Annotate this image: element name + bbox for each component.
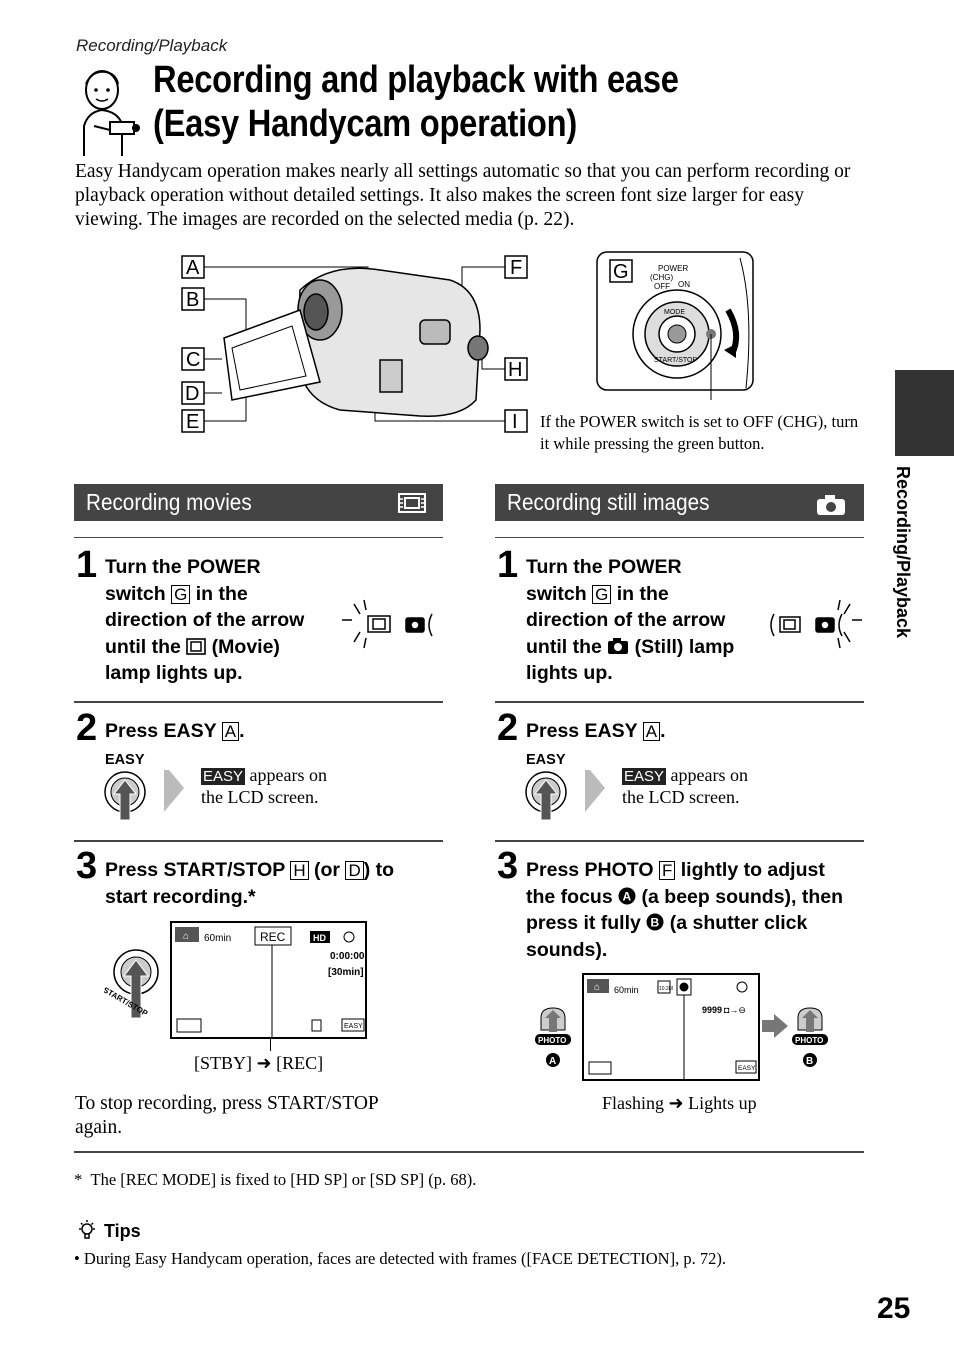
svg-text:(CHG): (CHG) <box>650 273 673 282</box>
svg-text:⌂: ⌂ <box>183 931 189 942</box>
svg-text:HD: HD <box>313 933 326 943</box>
divider <box>74 701 443 703</box>
movies-step3-number: 3 <box>76 845 98 887</box>
svg-text:60min: 60min <box>204 933 231 944</box>
lcd-screen-movie: ⌂ 60min REC HD 0:00:00 [30min] EASY <box>170 921 367 1039</box>
power-switch-note: If the POWER switch is set to OFF (CHG),… <box>540 412 859 453</box>
svg-text:0:00:00: 0:00:00 <box>330 951 365 962</box>
label-c: C <box>186 349 200 371</box>
photo-button-half-press-icon: PHOTO A <box>535 1007 571 1067</box>
easy-indicator-icon: EASY <box>622 768 667 785</box>
movies-step1-number: 1 <box>76 544 98 586</box>
divider <box>495 840 864 842</box>
stills-step2-number: 2 <box>497 707 519 749</box>
movie-lamp-lit-icon <box>342 599 433 649</box>
svg-text:B: B <box>806 1056 813 1067</box>
side-tab-block <box>895 370 954 456</box>
circle-b-icon: B <box>646 913 664 931</box>
label-g: G <box>613 261 629 283</box>
svg-text:START/STOP: START/STOP <box>654 357 698 364</box>
footnote: * The [REC MODE] is fixed to [HD SP] or … <box>74 1170 477 1189</box>
movie-lamp-caption: [STBY] ➜ [REC] <box>194 1053 324 1073</box>
stills-step1-number: 1 <box>497 544 519 586</box>
tips-lightbulb-icon <box>79 1220 95 1239</box>
svg-text:60min: 60min <box>614 985 639 995</box>
movie-film-icon <box>186 637 207 655</box>
easy-appears-text: EASY appears on the LCD screen. <box>622 765 748 807</box>
divider <box>74 1151 864 1153</box>
person-with-camcorder-icon <box>83 70 140 156</box>
easy-button-label: EASY <box>105 752 145 768</box>
svg-text:EASY: EASY <box>738 1065 756 1072</box>
still-lamp-lit-icon <box>770 599 862 649</box>
side-tab-label: Recording/Playback <box>893 466 913 639</box>
photo-button-full-press-icon: PHOTO B <box>762 1007 828 1067</box>
stop-recording-text: To stop recording, press START/STOP agai… <box>75 1093 379 1138</box>
svg-text:POWER: POWER <box>658 264 688 273</box>
camera-icon <box>608 637 629 654</box>
circle-a-icon: A <box>618 887 636 904</box>
svg-text:REC: REC <box>260 930 286 944</box>
camcorder-diagram: A B C D E F H I G <box>181 251 754 433</box>
svg-text:PHOTO: PHOTO <box>795 1036 823 1045</box>
stills-step2-text: Press EASY A. <box>526 720 666 742</box>
easy-appears-text: EASY appears on the LCD screen. <box>201 765 327 807</box>
divider <box>74 840 443 842</box>
divider <box>74 537 443 538</box>
stills-section-header: Recording still images <box>495 484 864 521</box>
svg-text:OFF: OFF <box>654 282 670 291</box>
camera-icon <box>817 495 845 515</box>
movie-film-icon <box>398 493 426 513</box>
svg-text:A: A <box>623 889 632 903</box>
label-a: A <box>186 257 200 279</box>
stills-step3-number: 3 <box>497 845 519 887</box>
label-f: F <box>510 257 522 279</box>
svg-text:9999: 9999 <box>702 1005 722 1015</box>
stills-step3-text: Press PHOTO F lightly to adjust the focu… <box>526 859 844 961</box>
stills-step1-text: Turn the POWER switch G in the direction… <box>526 556 735 684</box>
svg-text:MODE: MODE <box>664 309 685 316</box>
page-number: 25 <box>877 1292 911 1325</box>
easy-button-press-icon <box>104 770 184 821</box>
easy-button-label: EASY <box>526 752 566 768</box>
svg-text:10.2M: 10.2M <box>659 986 673 992</box>
movies-step3-text: Press START/STOP H (or D) to start recor… <box>105 859 395 908</box>
label-i: I <box>512 411 518 433</box>
svg-text:PHOTO: PHOTO <box>538 1036 566 1045</box>
divider <box>495 537 864 538</box>
svg-text:⌂: ⌂ <box>594 982 600 993</box>
easy-indicator-icon: EASY <box>201 768 246 785</box>
label-e: E <box>186 411 199 433</box>
divider <box>495 701 864 703</box>
easy-button-press-icon <box>525 770 605 821</box>
tip-item: • During Easy Handycam operation, faces … <box>74 1249 726 1268</box>
label-b: B <box>186 289 199 311</box>
svg-text:ON: ON <box>678 280 690 289</box>
section-label: Recording/Playback <box>76 36 228 55</box>
movies-section-header: Recording movies <box>74 484 443 521</box>
movies-step2-number: 2 <box>76 707 98 749</box>
svg-text:EASY: EASY <box>344 1023 363 1030</box>
svg-text:A: A <box>549 1056 556 1067</box>
svg-text:B: B <box>651 916 660 930</box>
movies-step2-text: Press EASY A. <box>105 720 245 742</box>
lcd-screen-still: ⌂ 60min 10.2M 9999 ◘→⊖ EASY <box>582 973 760 1081</box>
page-title: Recording and playback with ease (Easy H… <box>153 59 679 145</box>
still-focus-caption: Flashing ➜ Lights up <box>602 1093 757 1113</box>
svg-text:[30min]: [30min] <box>328 967 364 978</box>
svg-text:◘→⊖: ◘→⊖ <box>724 1005 746 1015</box>
start-stop-button-icon: START/STOP <box>104 949 159 1019</box>
intro-paragraph: Easy Handycam operation makes nearly all… <box>75 161 851 230</box>
leader-line <box>270 1039 271 1051</box>
tips-heading: Tips <box>104 1221 141 1241</box>
label-d: D <box>185 383 199 405</box>
label-h: H <box>508 359 522 381</box>
movies-step1-text: Turn the POWER switch G in the direction… <box>105 556 305 684</box>
